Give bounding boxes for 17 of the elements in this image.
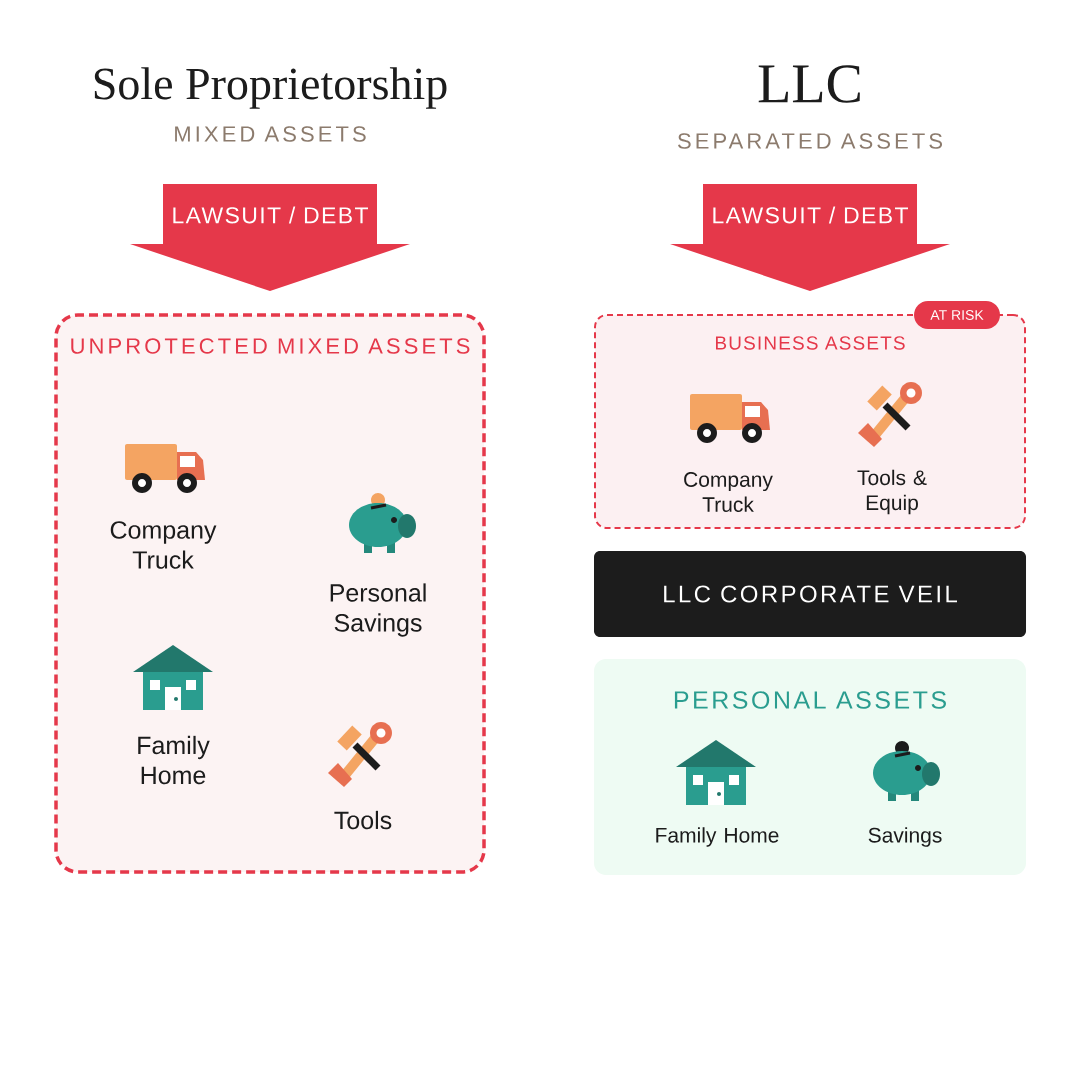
item-label: Tools: [334, 810, 392, 830]
item-label: Personal Savings: [330, 583, 426, 637]
item-label: Company Truck: [110, 521, 217, 569]
item-label: Company Truck: [684, 472, 773, 512]
panel-heading: BUSINESS ASSETS: [716, 336, 905, 350]
item-label: Family Home: [138, 735, 210, 785]
column-subtitle: MIXED ASSETS: [175, 126, 366, 142]
column-title: LLC: [758, 65, 860, 103]
column-subtitle: SEPARATED ASSETS: [678, 133, 942, 149]
column-title: Sole Proprietorship: [94, 67, 447, 109]
item-label: Tools & Equip: [857, 469, 927, 515]
status-badge: AT RISK: [914, 301, 1000, 329]
item-label: Family Home: [656, 827, 779, 847]
panel-heading: UNPROTECTED MIXED ASSETS: [71, 338, 470, 354]
item-label: Savings: [868, 827, 942, 847]
veil-bar: LLC CORPORATE VEIL: [594, 551, 1026, 637]
panel-heading: PERSONAL ASSETS: [674, 691, 946, 709]
